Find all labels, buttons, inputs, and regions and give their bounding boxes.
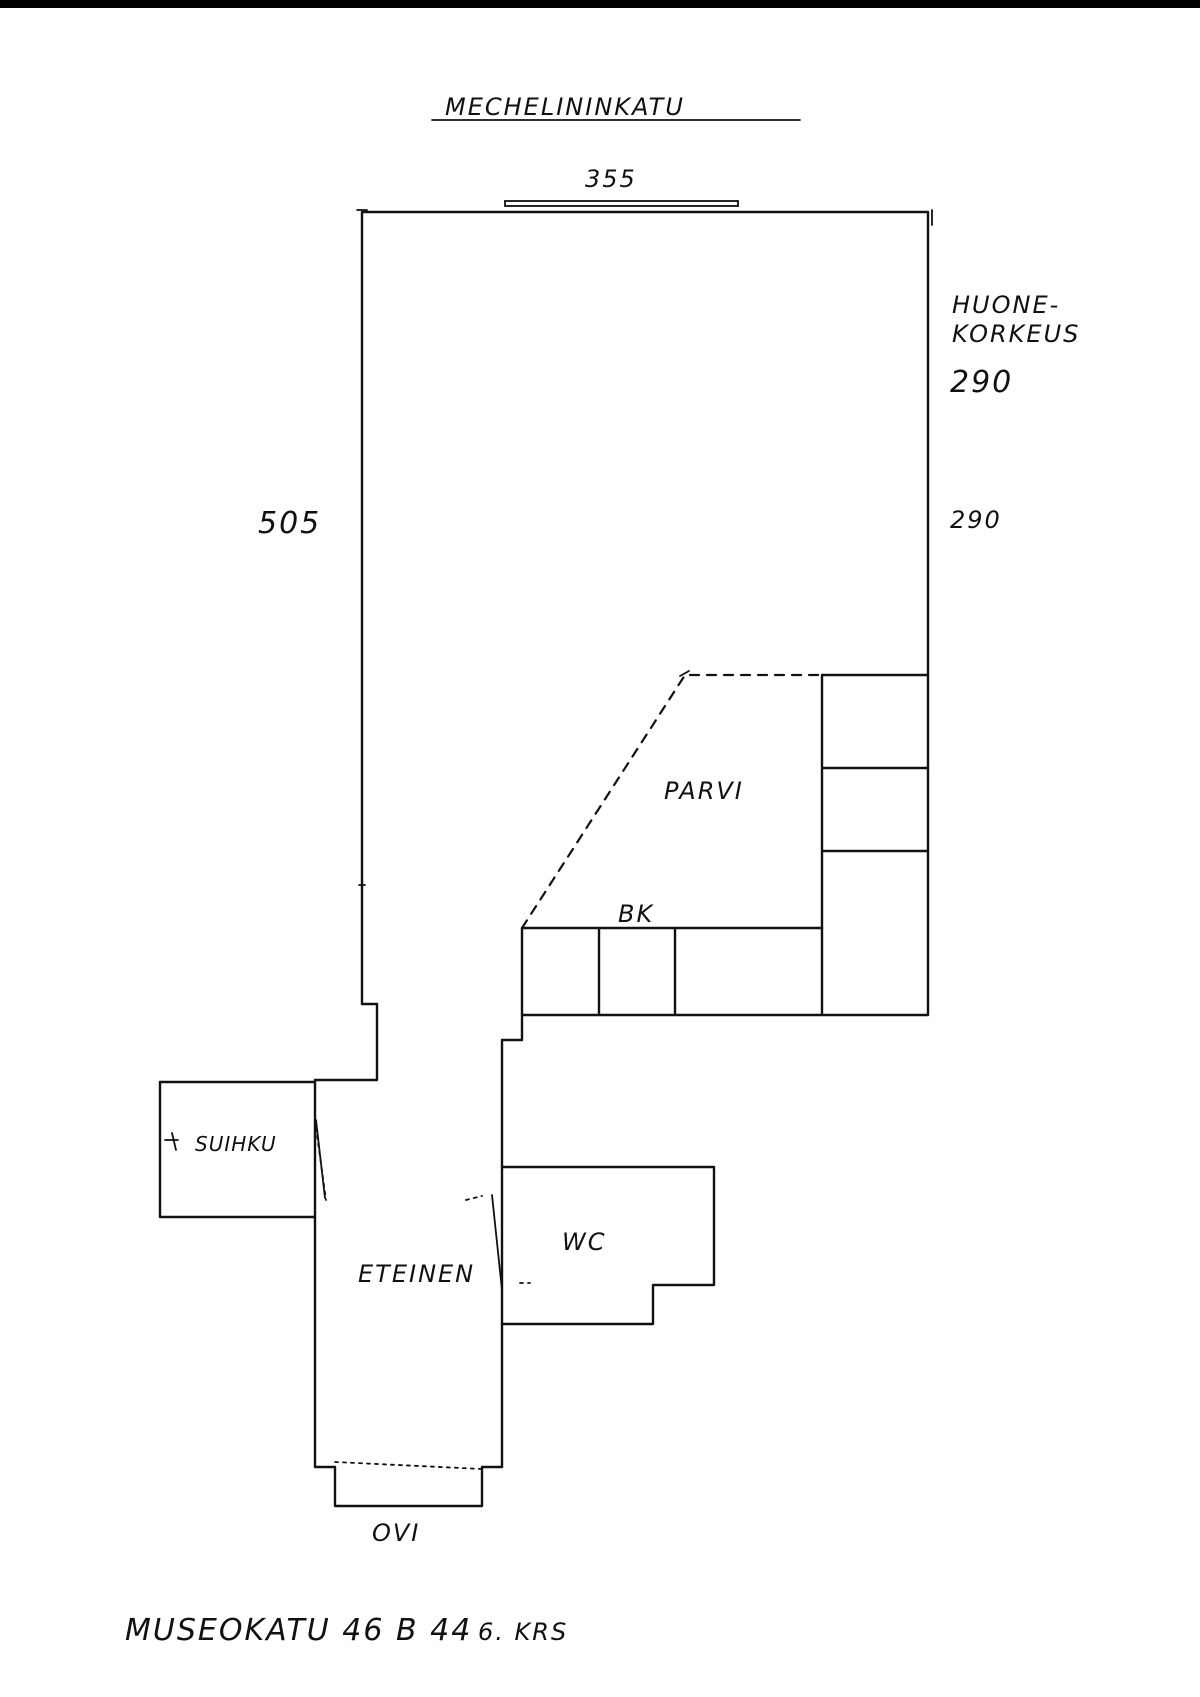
entrance-door bbox=[333, 1465, 484, 1508]
kitchenette-label: BK bbox=[618, 900, 654, 928]
window bbox=[504, 200, 739, 207]
address-label: MUSEOKATU 46 B 44 bbox=[125, 1613, 472, 1648]
room-length-label: 505 bbox=[258, 506, 321, 541]
shower-walls bbox=[158, 1080, 317, 1219]
wc-label: WC bbox=[562, 1228, 607, 1256]
corridor-step bbox=[313, 1002, 379, 1084]
floor-label: 6. KRS bbox=[478, 1618, 568, 1646]
loft-outline bbox=[520, 673, 824, 930]
loft-corner bbox=[679, 670, 690, 677]
scan-edge bbox=[0, 0, 1200, 8]
shower-drain-icon bbox=[164, 1132, 179, 1151]
street-label: MECHELININKATU bbox=[445, 93, 685, 121]
hallway-label: ETEINEN bbox=[358, 1260, 475, 1288]
window-width-label: 355 bbox=[585, 165, 637, 193]
entrance-door-line bbox=[334, 1461, 483, 1470]
ceiling-height-label-2: KORKEUS bbox=[952, 320, 1080, 348]
loft-label: PARVI bbox=[664, 777, 744, 805]
kitchen-cabinets-right bbox=[820, 673, 930, 1017]
wc-walls bbox=[500, 1165, 716, 1326]
ceiling-height-label-1: HUONE- bbox=[952, 291, 1060, 319]
shower-door-leaf bbox=[315, 1119, 326, 1199]
shower-label: SUIHKU bbox=[195, 1132, 277, 1156]
ceiling-height-value: 290 bbox=[950, 365, 1013, 400]
door-label: OVI bbox=[372, 1519, 420, 1547]
right-wall-value: 290 bbox=[950, 506, 1002, 534]
kitchen-counter bbox=[520, 926, 824, 1017]
wc-door-swing bbox=[465, 1194, 503, 1291]
wc-door-leaf bbox=[491, 1194, 503, 1291]
